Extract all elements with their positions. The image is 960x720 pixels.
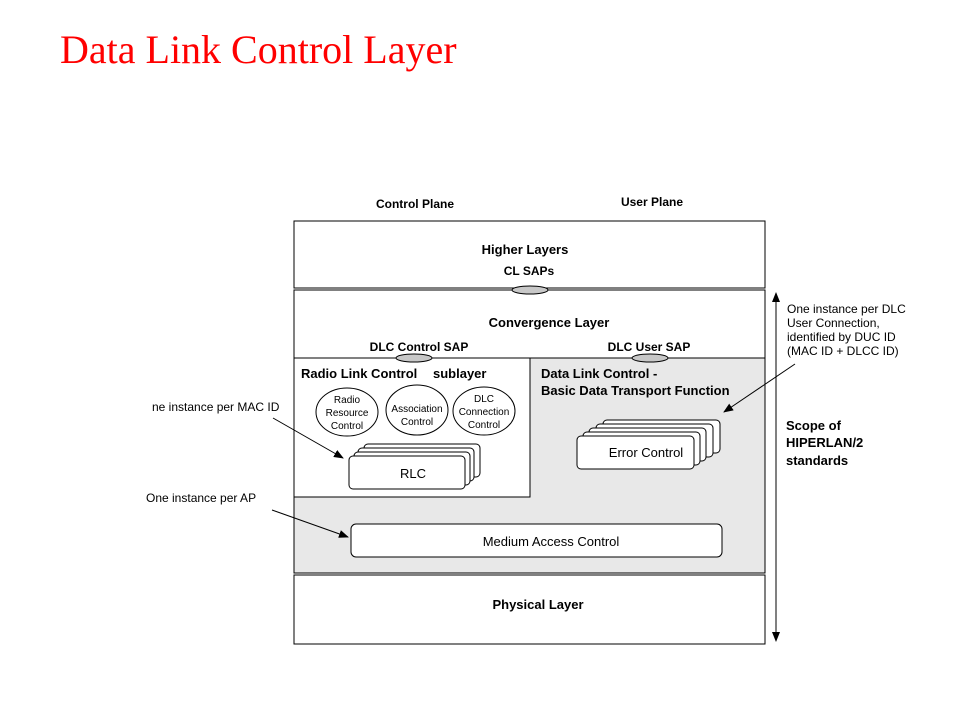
error-control-label: Error Control xyxy=(609,445,684,460)
per-ap-note: One instance per AP xyxy=(146,491,256,505)
control-plane-label: Control Plane xyxy=(376,197,454,211)
dlc-connection-control-ellipse xyxy=(452,386,516,436)
scope-line-1: Scope of xyxy=(786,418,842,433)
mac-box xyxy=(350,523,723,558)
per-dlc-note-line-4: (MAC ID + DLCC ID) xyxy=(787,344,899,358)
convergence-layer-label: Convergence Layer xyxy=(489,315,610,330)
scope-line-2: HIPERLAN/2 xyxy=(786,435,863,450)
higher-layers-label: Higher Layers xyxy=(482,242,569,257)
radio-resource-control-ellipse xyxy=(315,387,379,437)
rlc-box xyxy=(348,455,466,490)
per-mac-id-note: ne instance per MAC ID xyxy=(152,400,280,414)
rlc-stack xyxy=(348,443,481,490)
error-control-stack xyxy=(576,419,721,470)
rlc-sublayer-label-1: Radio Link Control xyxy=(301,366,417,381)
physical-layer-label: Physical Layer xyxy=(492,597,583,612)
rrc-line-1: Radio xyxy=(334,395,361,406)
dlc-user-sap-ellipse xyxy=(631,353,669,363)
ac-line-1: Association xyxy=(391,404,442,415)
error-control-box xyxy=(576,435,695,470)
user-plane-label: User Plane xyxy=(621,195,683,209)
slide-title: Data Link Control Layer xyxy=(60,27,457,72)
per-mac-id-arrow xyxy=(272,417,344,459)
mac-label: Medium Access Control xyxy=(483,534,620,549)
per-dlc-note-line-1: One instance per DLC xyxy=(787,302,906,316)
dcc-line-1: DLC xyxy=(474,394,494,405)
dcc-line-2: Connection xyxy=(459,407,510,418)
rrc-line-3: Control xyxy=(331,421,363,432)
cl-saps-label: CL SAPs xyxy=(504,264,555,278)
rlc-sublayer-label-2: sublayer xyxy=(433,366,486,381)
dlc-user-sap-label: DLC User SAP xyxy=(608,340,691,354)
dcc-line-3: Control xyxy=(468,420,500,431)
per-dlc-note-line-2: User Connection, xyxy=(787,316,880,330)
rrc-line-2: Resource xyxy=(326,408,369,419)
scope-line-3: standards xyxy=(786,453,848,468)
physical-layer-box xyxy=(293,574,766,645)
per-ap-arrow xyxy=(271,509,349,538)
cl-sap-ellipse xyxy=(511,285,549,295)
per-dlc-arrow xyxy=(723,363,796,413)
per-dlc-note-line-3: identified by DUC ID xyxy=(787,330,896,344)
dlc-basic-label-2: Basic Data Transport Function xyxy=(541,383,730,398)
dlc-control-sap-ellipse xyxy=(395,353,433,363)
dlc-basic-label-1: Data Link Control - xyxy=(541,366,657,381)
higher-layers-box xyxy=(293,220,766,289)
association-control-ellipse xyxy=(385,384,449,436)
ac-line-2: Control xyxy=(401,417,433,428)
dlc-control-sap-label: DLC Control SAP xyxy=(370,340,469,354)
rlc-box-label: RLC xyxy=(400,466,426,481)
